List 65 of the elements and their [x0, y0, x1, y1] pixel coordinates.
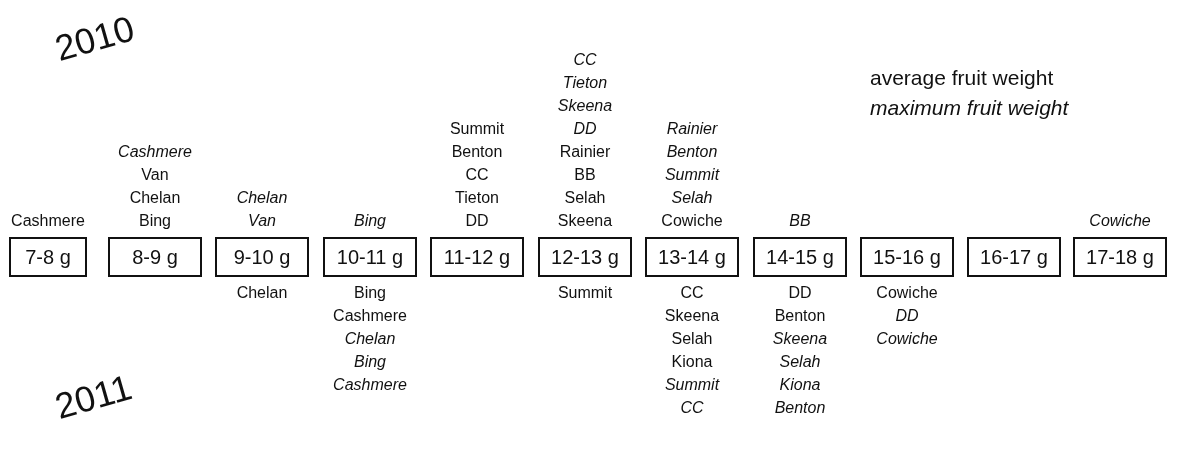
cultivar-name: Chelan — [236, 283, 288, 303]
cultivar-name: Selah — [671, 329, 713, 349]
cultivar-name: Tieton — [562, 73, 608, 93]
cultivar-name: Benton — [666, 142, 718, 162]
weight-class-box: 13-14 g — [645, 237, 739, 277]
cultivar-name: Skeena — [557, 96, 613, 116]
cultivar-name: Bing — [139, 211, 171, 231]
weight-class-box: 8-9 g — [108, 237, 202, 277]
cultivar-name: Van — [141, 165, 169, 185]
year-label: 2010 — [50, 7, 139, 70]
cultivar-name: Benton — [774, 306, 826, 326]
cultivar-name: Cashmere — [333, 306, 407, 326]
cultivar-name: Chelan — [129, 188, 181, 208]
cultivar-name: Kiona — [779, 375, 821, 395]
legend-text: maximum fruit weight — [870, 96, 1069, 120]
cultivar-name: Selah — [564, 188, 606, 208]
weight-class-box: 16-17 g — [967, 237, 1061, 277]
cultivar-name: DD — [788, 283, 812, 303]
cultivar-name: CC — [680, 283, 704, 303]
cultivar-name: CC — [680, 398, 704, 418]
weight-class-box: 10-11 g — [323, 237, 417, 277]
cultivar-name: Summit — [557, 283, 613, 303]
cultivar-name: Skeena — [557, 211, 613, 231]
cultivar-name: Benton — [774, 398, 826, 418]
weight-class-box: 11-12 g — [430, 237, 524, 277]
cultivar-name: Skeena — [664, 306, 720, 326]
cultivar-name: Cowiche — [1089, 211, 1151, 231]
cultivar-name: Cashmere — [11, 211, 85, 231]
cultivar-name: CC — [465, 165, 489, 185]
cultivar-name: Cowiche — [876, 283, 938, 303]
weight-class-box: 7-8 g — [9, 237, 87, 277]
weight-class-box: 9-10 g — [215, 237, 309, 277]
cultivar-name: Bing — [354, 352, 386, 372]
cultivar-name: Bing — [354, 211, 386, 231]
cultivar-name: Summit — [664, 375, 720, 395]
legend-text: average fruit weight — [870, 66, 1054, 90]
cultivar-name: Van — [248, 211, 276, 231]
cultivar-name: Summit — [664, 165, 720, 185]
cultivar-name: Cowiche — [876, 329, 938, 349]
cultivar-name: CC — [573, 50, 597, 70]
cultivar-name: Selah — [779, 352, 821, 372]
cultivar-name: DD — [895, 306, 919, 326]
cultivar-name: Kiona — [671, 352, 713, 372]
cultivar-name: Skeena — [772, 329, 828, 349]
cultivar-name: Selah — [671, 188, 713, 208]
cultivar-name: DD — [573, 119, 597, 139]
cultivar-name: Tieton — [455, 188, 499, 208]
cultivar-name: Cashmere — [333, 375, 407, 395]
cultivar-name: DD — [465, 211, 489, 231]
weight-class-box: 14-15 g — [753, 237, 847, 277]
cultivar-name: Cashmere — [118, 142, 192, 162]
cultivar-name: Bing — [354, 283, 386, 303]
weight-class-box: 15-16 g — [860, 237, 954, 277]
cultivar-name: Rainier — [666, 119, 718, 139]
weight-class-box: 12-13 g — [538, 237, 632, 277]
cultivar-name: BB — [574, 165, 596, 185]
cultivar-name: BB — [789, 211, 811, 231]
cultivar-name: Benton — [451, 142, 503, 162]
cultivar-name: Summit — [449, 119, 505, 139]
cultivar-name: Cowiche — [661, 211, 723, 231]
cultivar-name: Rainier — [559, 142, 611, 162]
year-label: 2011 — [50, 366, 137, 428]
weight-class-box: 17-18 g — [1073, 237, 1167, 277]
cultivar-name: Chelan — [344, 329, 396, 349]
cultivar-name: Chelan — [236, 188, 288, 208]
